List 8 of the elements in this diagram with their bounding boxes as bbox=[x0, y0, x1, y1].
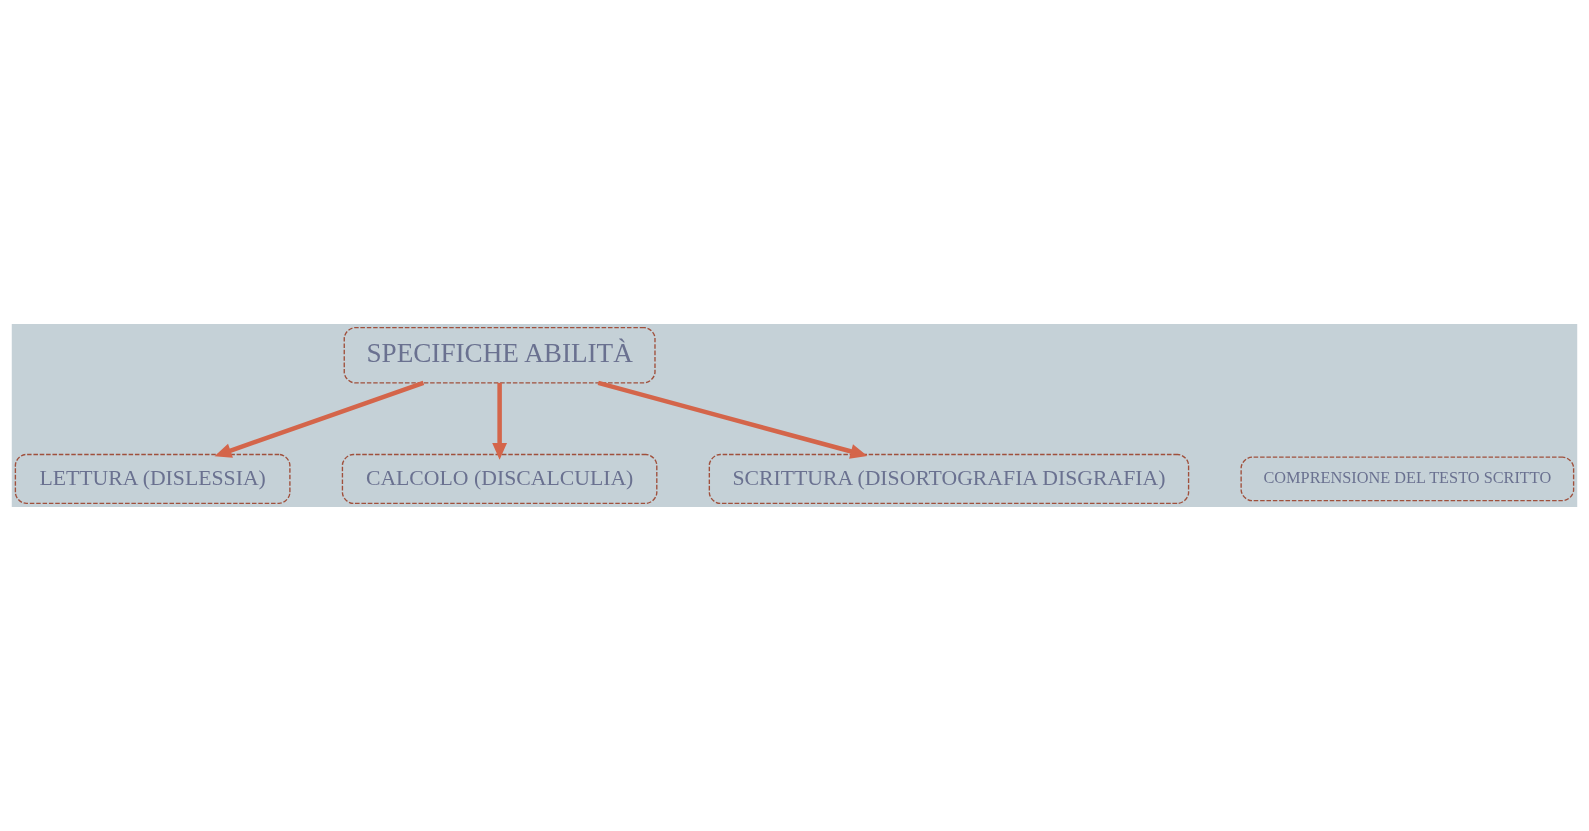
arrow bbox=[492, 382, 508, 460]
node-box: SPECIFICHE ABILITÀ bbox=[343, 326, 656, 384]
arrow bbox=[597, 380, 868, 459]
node-box: COMPRENSIONE DEL TESTO SCRITTO bbox=[1240, 456, 1575, 502]
arrow bbox=[214, 380, 425, 458]
node-box: SCRITTURA (DISORTOGRAFIA DISGRAFIA) bbox=[708, 453, 1190, 505]
node-box: CALCOLO (DISCALCULIA) bbox=[341, 453, 658, 505]
node-box: LETTURA (DISLESSIA) bbox=[14, 453, 291, 505]
